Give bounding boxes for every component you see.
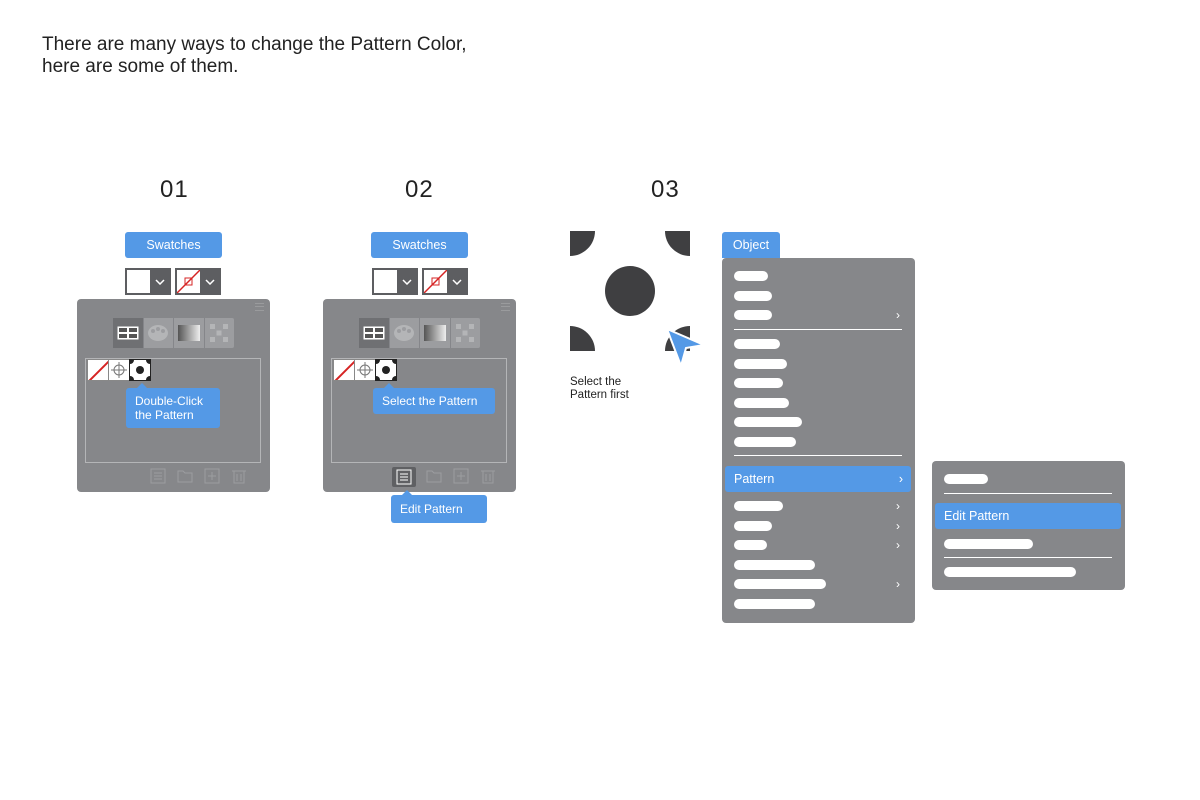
fill-color-dropdown[interactable]	[125, 268, 171, 295]
registration-swatch[interactable]	[108, 359, 130, 381]
menu-item[interactable]	[734, 310, 772, 320]
menu-item[interactable]	[734, 271, 768, 281]
select-pattern-callout: Select the Pattern	[373, 383, 495, 414]
menu-item[interactable]	[734, 540, 767, 550]
note-line-1: Select the	[570, 376, 622, 388]
menu-item[interactable]	[734, 339, 780, 349]
pattern-dot	[665, 231, 690, 256]
swatch-view-tabs	[359, 318, 480, 348]
menu-item[interactable]	[734, 437, 796, 447]
pattern-dot	[570, 326, 595, 351]
swatch-view-tabs	[113, 318, 234, 348]
fill-color-dropdown[interactable]	[372, 268, 418, 295]
object-menu-button[interactable]: Object	[722, 232, 780, 258]
submenu-item[interactable]	[944, 567, 1076, 577]
menu-item[interactable]	[734, 359, 787, 369]
trash-icon[interactable]	[479, 467, 497, 485]
swatches-panel	[77, 299, 270, 492]
menu-item[interactable]	[734, 560, 815, 570]
submenu-item-edit-pattern[interactable]: Edit Pattern	[935, 503, 1121, 529]
intro-line-2: here are some of them.	[42, 56, 239, 77]
swatch-list-area	[85, 358, 261, 463]
pattern-icon[interactable]	[451, 318, 481, 348]
menu-separator	[734, 329, 902, 330]
none-swatch[interactable]	[87, 359, 109, 381]
trash-icon[interactable]	[230, 467, 248, 485]
swatches-tab-button[interactable]: Swatches	[371, 232, 468, 258]
folder-icon[interactable]	[425, 467, 443, 485]
folder-icon[interactable]	[176, 467, 194, 485]
gradient-icon[interactable]	[174, 318, 205, 348]
menu-separator	[734, 455, 902, 456]
swatch-list-area	[331, 358, 507, 463]
menu-separator	[944, 557, 1112, 558]
swatch-grid-icon[interactable]	[359, 318, 390, 348]
panel-menu-icon[interactable]	[255, 303, 264, 311]
menu-item-pattern[interactable]: Pattern ›	[725, 466, 911, 492]
pattern-artwork[interactable]	[570, 231, 690, 351]
submenu-item[interactable]	[944, 474, 988, 484]
palette-icon[interactable]	[144, 318, 174, 348]
pattern-swatch[interactable]	[129, 359, 151, 381]
pattern-swatch[interactable]	[375, 359, 397, 381]
menu-item[interactable]	[734, 398, 789, 408]
chevron-down-icon	[200, 270, 219, 293]
chevron-right-icon: ›	[896, 499, 900, 513]
select-pattern-note: Select the Pattern first	[570, 376, 629, 402]
cursor-arrow-icon	[665, 327, 706, 368]
panel-bottom-toolbar	[392, 467, 497, 487]
submenu-item[interactable]	[944, 539, 1033, 549]
pattern-dot	[605, 266, 655, 316]
chevron-right-icon: ›	[896, 308, 900, 322]
callout-line-2: the Pattern	[135, 408, 194, 422]
chevron-right-icon: ›	[896, 519, 900, 533]
menu-item[interactable]	[734, 579, 826, 589]
new-swatch-icon[interactable]	[203, 467, 221, 485]
fill-swatch	[374, 270, 397, 293]
menu-item[interactable]	[734, 291, 772, 301]
registration-swatch[interactable]	[354, 359, 376, 381]
edit-pattern-button[interactable]: Edit Pattern	[391, 490, 487, 523]
list-icon[interactable]	[149, 467, 167, 485]
none-swatch[interactable]	[333, 359, 355, 381]
menu-item[interactable]	[734, 417, 802, 427]
double-click-callout: Double-Click the Pattern	[126, 383, 220, 428]
intro-text: There are many ways to change the Patter…	[42, 34, 467, 78]
step-number-1: 01	[160, 176, 189, 203]
fill-swatch	[127, 270, 150, 293]
list-icon[interactable]	[392, 467, 416, 487]
menu-item-pattern-label: Pattern	[734, 472, 775, 486]
pattern-icon[interactable]	[205, 318, 235, 348]
new-swatch-icon[interactable]	[452, 467, 470, 485]
panel-menu-icon[interactable]	[501, 303, 510, 311]
chevron-down-icon	[397, 270, 416, 293]
pattern-submenu: Edit Pattern	[932, 461, 1125, 590]
menu-separator	[944, 493, 1112, 494]
note-line-2: Pattern first	[570, 389, 629, 401]
chevron-right-icon: ›	[896, 538, 900, 552]
callout-line-1: Double-Click	[135, 394, 204, 408]
gradient-icon[interactable]	[420, 318, 451, 348]
menu-item[interactable]	[734, 501, 783, 511]
stroke-none-swatch	[424, 270, 447, 293]
chevron-down-icon	[447, 270, 466, 293]
menu-item[interactable]	[734, 378, 783, 388]
chevron-right-icon: ›	[898, 472, 903, 486]
stroke-none-swatch	[177, 270, 200, 293]
stroke-color-dropdown[interactable]	[175, 268, 221, 295]
object-menu: › Pattern › › › › ›	[722, 258, 915, 623]
stroke-color-dropdown[interactable]	[422, 268, 468, 295]
swatches-tab-button[interactable]: Swatches	[125, 232, 222, 258]
palette-icon[interactable]	[390, 318, 420, 348]
chevron-down-icon	[150, 270, 169, 293]
chevron-right-icon: ›	[896, 577, 900, 591]
menu-item[interactable]	[734, 521, 772, 531]
panel-bottom-toolbar	[149, 467, 248, 485]
intro-line-1: There are many ways to change the Patter…	[42, 34, 467, 55]
swatch-grid-icon[interactable]	[113, 318, 144, 348]
pattern-dot	[570, 231, 595, 256]
step-number-2: 02	[405, 176, 434, 203]
step-number-3: 03	[651, 176, 680, 203]
menu-item[interactable]	[734, 599, 815, 609]
